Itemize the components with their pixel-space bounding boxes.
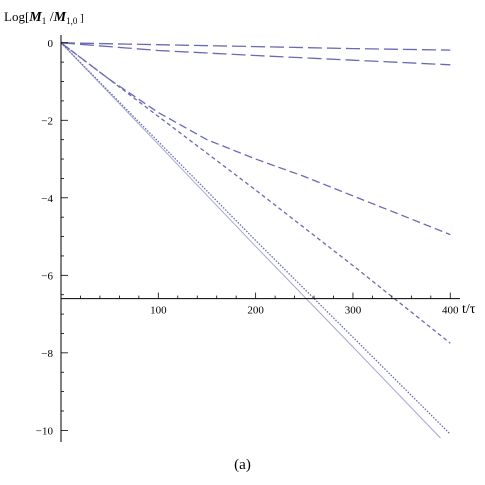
y-tick-label: −6 bbox=[41, 270, 53, 282]
series-line-4 bbox=[60, 42, 451, 344]
y-tick-label: −2 bbox=[41, 115, 53, 127]
axes-layer bbox=[60, 35, 460, 442]
y-tick-label: −8 bbox=[41, 348, 53, 360]
x-tick-label: 400 bbox=[442, 305, 459, 317]
y-tick-label: 0 bbox=[48, 38, 54, 50]
y-tick-label: −4 bbox=[41, 193, 53, 205]
y-axis-label: Log[M1 /M1,0 ] bbox=[4, 9, 84, 26]
y-tick-label: −10 bbox=[36, 425, 54, 437]
x-axis-label: t/τ bbox=[462, 302, 476, 317]
x-tick-label: 300 bbox=[345, 305, 362, 317]
series-line-1 bbox=[60, 42, 451, 51]
ticks-layer: 100 200 300 400 0 −2 −4 −6 −8 −10 bbox=[36, 38, 459, 438]
series-line-3 bbox=[60, 42, 451, 236]
series-layer bbox=[60, 42, 451, 439]
figure-caption: (a) bbox=[234, 457, 251, 473]
x-tick-label: 200 bbox=[247, 305, 264, 317]
series-line-6 bbox=[60, 42, 441, 439]
series-line-5 bbox=[60, 42, 451, 435]
x-tick-label: 100 bbox=[150, 305, 167, 317]
series-line-2 bbox=[60, 42, 451, 66]
